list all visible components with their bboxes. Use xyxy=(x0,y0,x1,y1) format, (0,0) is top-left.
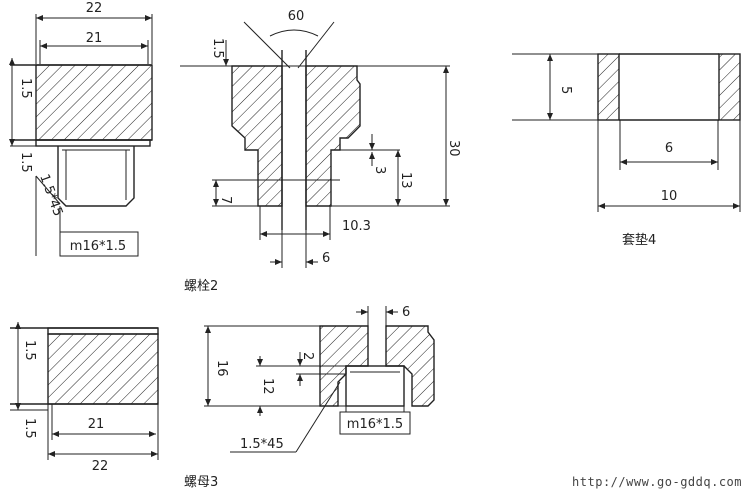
dim-flange-b: 1.5 xyxy=(18,152,33,173)
nut-caption: 螺母3 xyxy=(184,475,218,490)
washer-dim-height: 5 xyxy=(558,86,573,94)
nsec-dim-slot: 6 xyxy=(402,305,410,320)
dim-outer: 22 xyxy=(86,1,103,16)
dim-step: 3 xyxy=(372,166,387,174)
dim-angle: 60 xyxy=(288,9,305,24)
top-left-part: 22 21 1.5 1.5 1.5*45 m16*1.5 xyxy=(9,1,153,257)
bolt-left-half xyxy=(231,65,283,207)
bolt-caption: 螺栓2 xyxy=(184,279,218,294)
dim-thread-len: 7 xyxy=(218,196,233,204)
dim-thread-dia: 10.3 xyxy=(342,219,371,234)
nut-drawing: 1.5 1.5 21 22 螺母3 xyxy=(10,322,218,490)
washer-left-wall xyxy=(597,53,620,121)
nsec-dim-gap: 2 xyxy=(300,352,315,360)
nsec-thread-label: m16*1.5 xyxy=(347,417,403,432)
washer-drawing: 5 6 10 套垫4 xyxy=(512,53,741,248)
nsec-dim-depth: 12 xyxy=(260,378,275,395)
dim-chamfer-top: 1.5 xyxy=(210,38,225,59)
dim-flange-a: 1.5 xyxy=(18,78,33,99)
thread-label: m16*1.5 xyxy=(70,239,126,254)
nsec-dim-height: 16 xyxy=(214,360,229,377)
top-left-body xyxy=(35,64,153,141)
dim-bore: 6 xyxy=(322,251,330,266)
nut-dim-outer: 22 xyxy=(92,459,109,474)
watermark: http://www.go-gddq.com xyxy=(572,475,742,489)
dim-inner: 21 xyxy=(86,31,103,46)
dim-total: 30 xyxy=(446,140,461,157)
washer-dim-inner: 6 xyxy=(665,141,673,156)
nut-body xyxy=(47,333,159,405)
washer-caption: 套垫4 xyxy=(622,232,656,248)
nsec-dim-chamfer: 1.5*45 xyxy=(240,437,284,452)
nut-dim-flange-b: 1.5 xyxy=(22,418,37,439)
bolt-drawing: 60 1.5 3 13 30 7 10.3 6 螺栓2 xyxy=(180,9,461,294)
nut-dim-flange-a: 1.5 xyxy=(22,340,37,361)
dim-lower: 13 xyxy=(398,172,413,189)
nut-dim-width: 21 xyxy=(88,417,105,432)
top-left-boss xyxy=(57,146,135,207)
dim-chamfer: 1.5*45 xyxy=(36,172,65,218)
bolt-right-half xyxy=(305,65,361,207)
washer-right-wall xyxy=(718,53,741,121)
nut-section-drawing: 6 16 2 12 m16*1.5 1.5*45 xyxy=(204,305,435,453)
washer-dim-outer: 10 xyxy=(661,189,678,204)
